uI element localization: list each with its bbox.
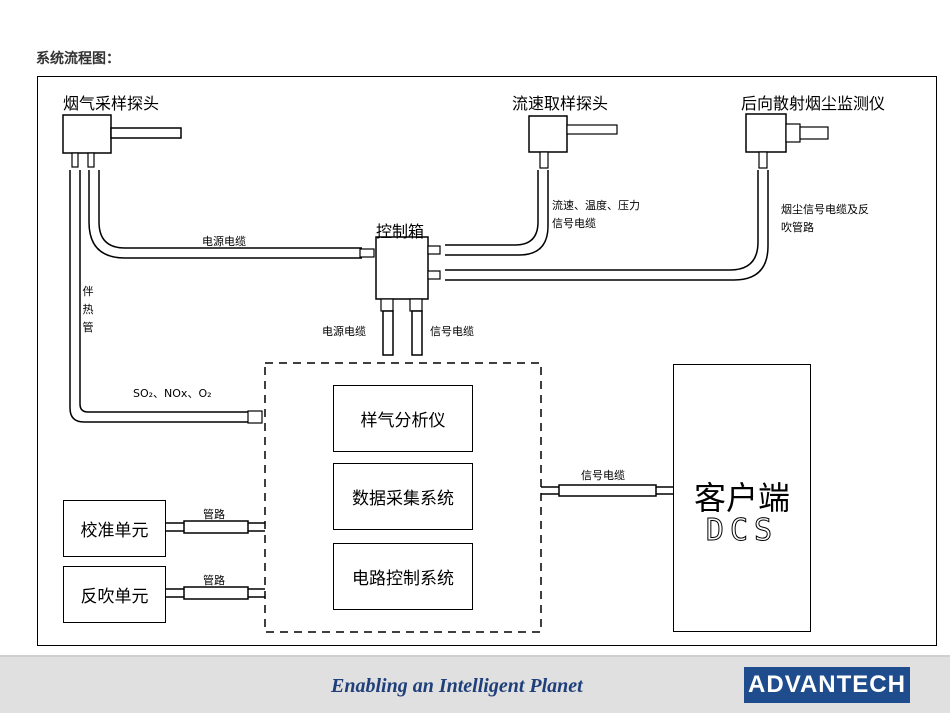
flue-probe-label: 烟气采样探头 [63, 94, 160, 113]
client-box: 客户端 DCS [673, 364, 811, 632]
analyzer-box: 样气分析仪 [333, 385, 473, 452]
system-enclosure [264, 362, 542, 633]
calib-pipe-label: 管路 [203, 508, 225, 521]
client-title: 客户端 [693, 479, 790, 517]
calib-unit-box: 校准单元 [63, 500, 166, 557]
gas-label: SO₂、NOx、O₂ [133, 387, 212, 400]
blowback-pipe-label: 管路 [203, 574, 225, 587]
flow-probe-rod [566, 124, 618, 135]
flow-signal-label: 流速、温度、压力信号电缆 [552, 199, 640, 230]
dust-signal-label: 烟尘信号电缆及反吹管路 [781, 203, 869, 234]
flow-probe-body [528, 115, 568, 153]
power-cable-down-label: 电源电缆 [322, 325, 366, 338]
dcs-signal-label: 信号电缆 [581, 469, 625, 482]
daq-box: 数据采集系统 [333, 463, 473, 530]
footer-slogan: Enabling an Intelligent Planet [331, 675, 583, 697]
diagram-frame [37, 76, 937, 646]
heat-tube-label: 伴热管 [82, 285, 94, 334]
client-subtitle: DCS [705, 513, 779, 549]
control-box [375, 236, 429, 300]
brand-logo: ADVANTECH [744, 667, 910, 703]
circuit-box: 电路控制系统 [333, 543, 473, 610]
dust-monitor-label: 后向散射烟尘监测仪 [741, 94, 886, 113]
blowback-unit-box: 反吹单元 [63, 566, 166, 623]
power-cable-label: 电源电缆 [202, 235, 246, 248]
dust-monitor-body [745, 113, 787, 153]
flue-probe-rod [110, 127, 182, 139]
flue-probe-body [62, 114, 112, 154]
signal-cable-down-label: 信号电缆 [430, 325, 474, 338]
flow-probe-label: 流速取样探头 [512, 94, 609, 113]
page-title: 系统流程图： [36, 51, 120, 67]
control-box-label: 控制箱 [376, 222, 425, 241]
